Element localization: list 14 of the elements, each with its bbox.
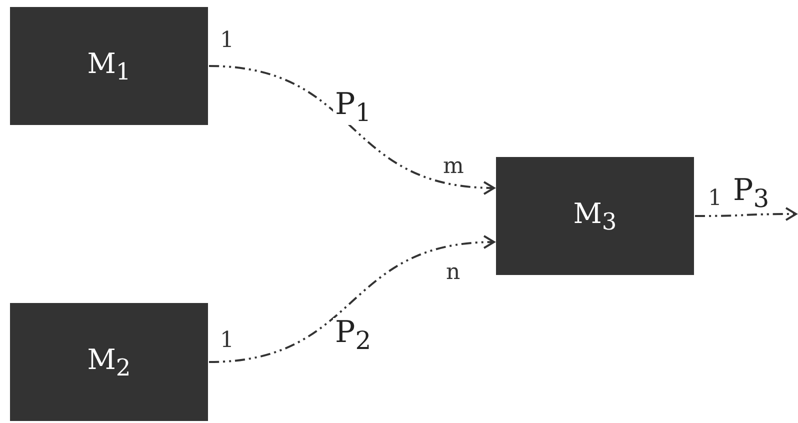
multiplicity-label: n	[446, 262, 460, 284]
connector-arrow	[695, 207, 797, 222]
connector-arrow	[208, 236, 495, 363]
multiplicity-label: 1	[220, 330, 234, 352]
box-label: M$_{2}$	[87, 342, 131, 382]
process-box	[496, 157, 694, 275]
multiplicity-label: 1	[708, 188, 722, 210]
box-label: M$_{3}$	[573, 196, 617, 236]
multiplicity-label: m	[443, 156, 464, 178]
connector-arrow	[208, 65, 495, 194]
process-box	[10, 303, 208, 421]
multiplicity-label: 1	[220, 30, 234, 52]
process-box	[10, 7, 208, 125]
box-label: M$_{1}$	[87, 46, 131, 86]
